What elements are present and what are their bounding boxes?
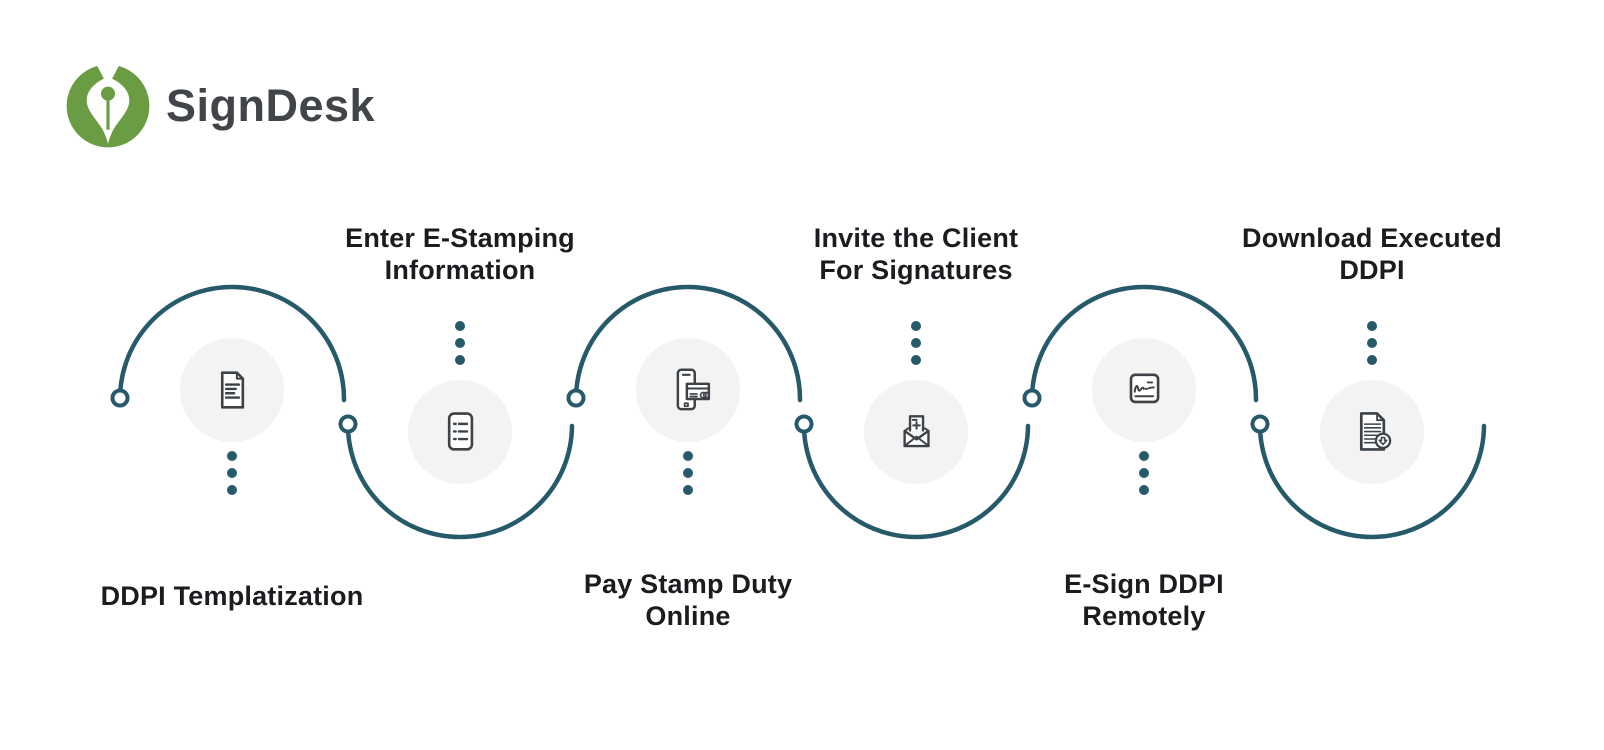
wave-ring-6 xyxy=(1250,414,1270,434)
step-label-line: For Signatures xyxy=(819,255,1013,285)
step-node-3 xyxy=(636,338,740,442)
document-icon xyxy=(220,371,245,409)
dots-connector-6 xyxy=(1367,321,1377,365)
step-label-line: Pay Stamp Duty xyxy=(583,569,793,599)
step-node-6 xyxy=(1320,380,1424,484)
dots-connector-2 xyxy=(455,321,465,365)
step-label-line: Invite the Client xyxy=(813,223,1019,253)
esign-signature-icon xyxy=(1129,373,1160,404)
wave-ring-2 xyxy=(338,414,358,434)
dots-connector-3 xyxy=(683,451,693,495)
step-node-1 xyxy=(180,338,284,442)
pen-nib-logo-icon xyxy=(66,62,150,148)
brand-name: SignDesk xyxy=(166,80,376,131)
wave-arc-3 xyxy=(573,284,803,403)
step-label-line: Online xyxy=(645,601,731,631)
step-label-2: Enter E-Stamping Information xyxy=(280,222,640,286)
wave-arc-1 xyxy=(117,284,347,403)
step-label-line: E-Sign DDPI xyxy=(1064,569,1224,599)
step-label-line: Remotely xyxy=(1082,601,1206,631)
step-label-3: Pay Stamp Duty Online xyxy=(508,568,868,632)
step-label-1: DDPI Templatization xyxy=(52,580,412,612)
step-label-line: DDPI xyxy=(1339,255,1405,285)
step-node-4 xyxy=(864,380,968,484)
invite-envelope-icon xyxy=(903,415,930,448)
wave-ring-1 xyxy=(110,388,130,408)
step-label-6: Download Executed DDPI xyxy=(1192,222,1552,286)
step-label-line: Enter E-Stamping xyxy=(345,223,575,253)
wave-ring-5 xyxy=(1022,388,1042,408)
step-label-line: Download Executed xyxy=(1242,223,1502,253)
wave-arc-5 xyxy=(1029,284,1259,403)
wave-arc-6 xyxy=(1257,421,1487,540)
dots-connector-4 xyxy=(911,321,921,365)
step-node-5 xyxy=(1092,338,1196,442)
step-label-line: DDPI Templatization xyxy=(100,581,364,611)
signdesk-logo: SignDesk xyxy=(64,62,375,150)
checklist-icon xyxy=(447,412,474,451)
mobile-payment-icon xyxy=(676,368,711,411)
step-node-2 xyxy=(408,380,512,484)
wave-ring-3 xyxy=(566,388,586,408)
dots-connector-1 xyxy=(227,451,237,495)
step-label-line: Information xyxy=(384,255,536,285)
dots-connector-5 xyxy=(1139,451,1149,495)
wave-arc-4 xyxy=(801,421,1031,540)
download-document-icon xyxy=(1359,412,1392,451)
wave-arc-2 xyxy=(345,421,575,540)
step-label-5: E-Sign DDPI Remotely xyxy=(964,568,1324,632)
wave-ring-4 xyxy=(794,414,814,434)
step-label-4: Invite the Client For Signatures xyxy=(736,222,1096,286)
